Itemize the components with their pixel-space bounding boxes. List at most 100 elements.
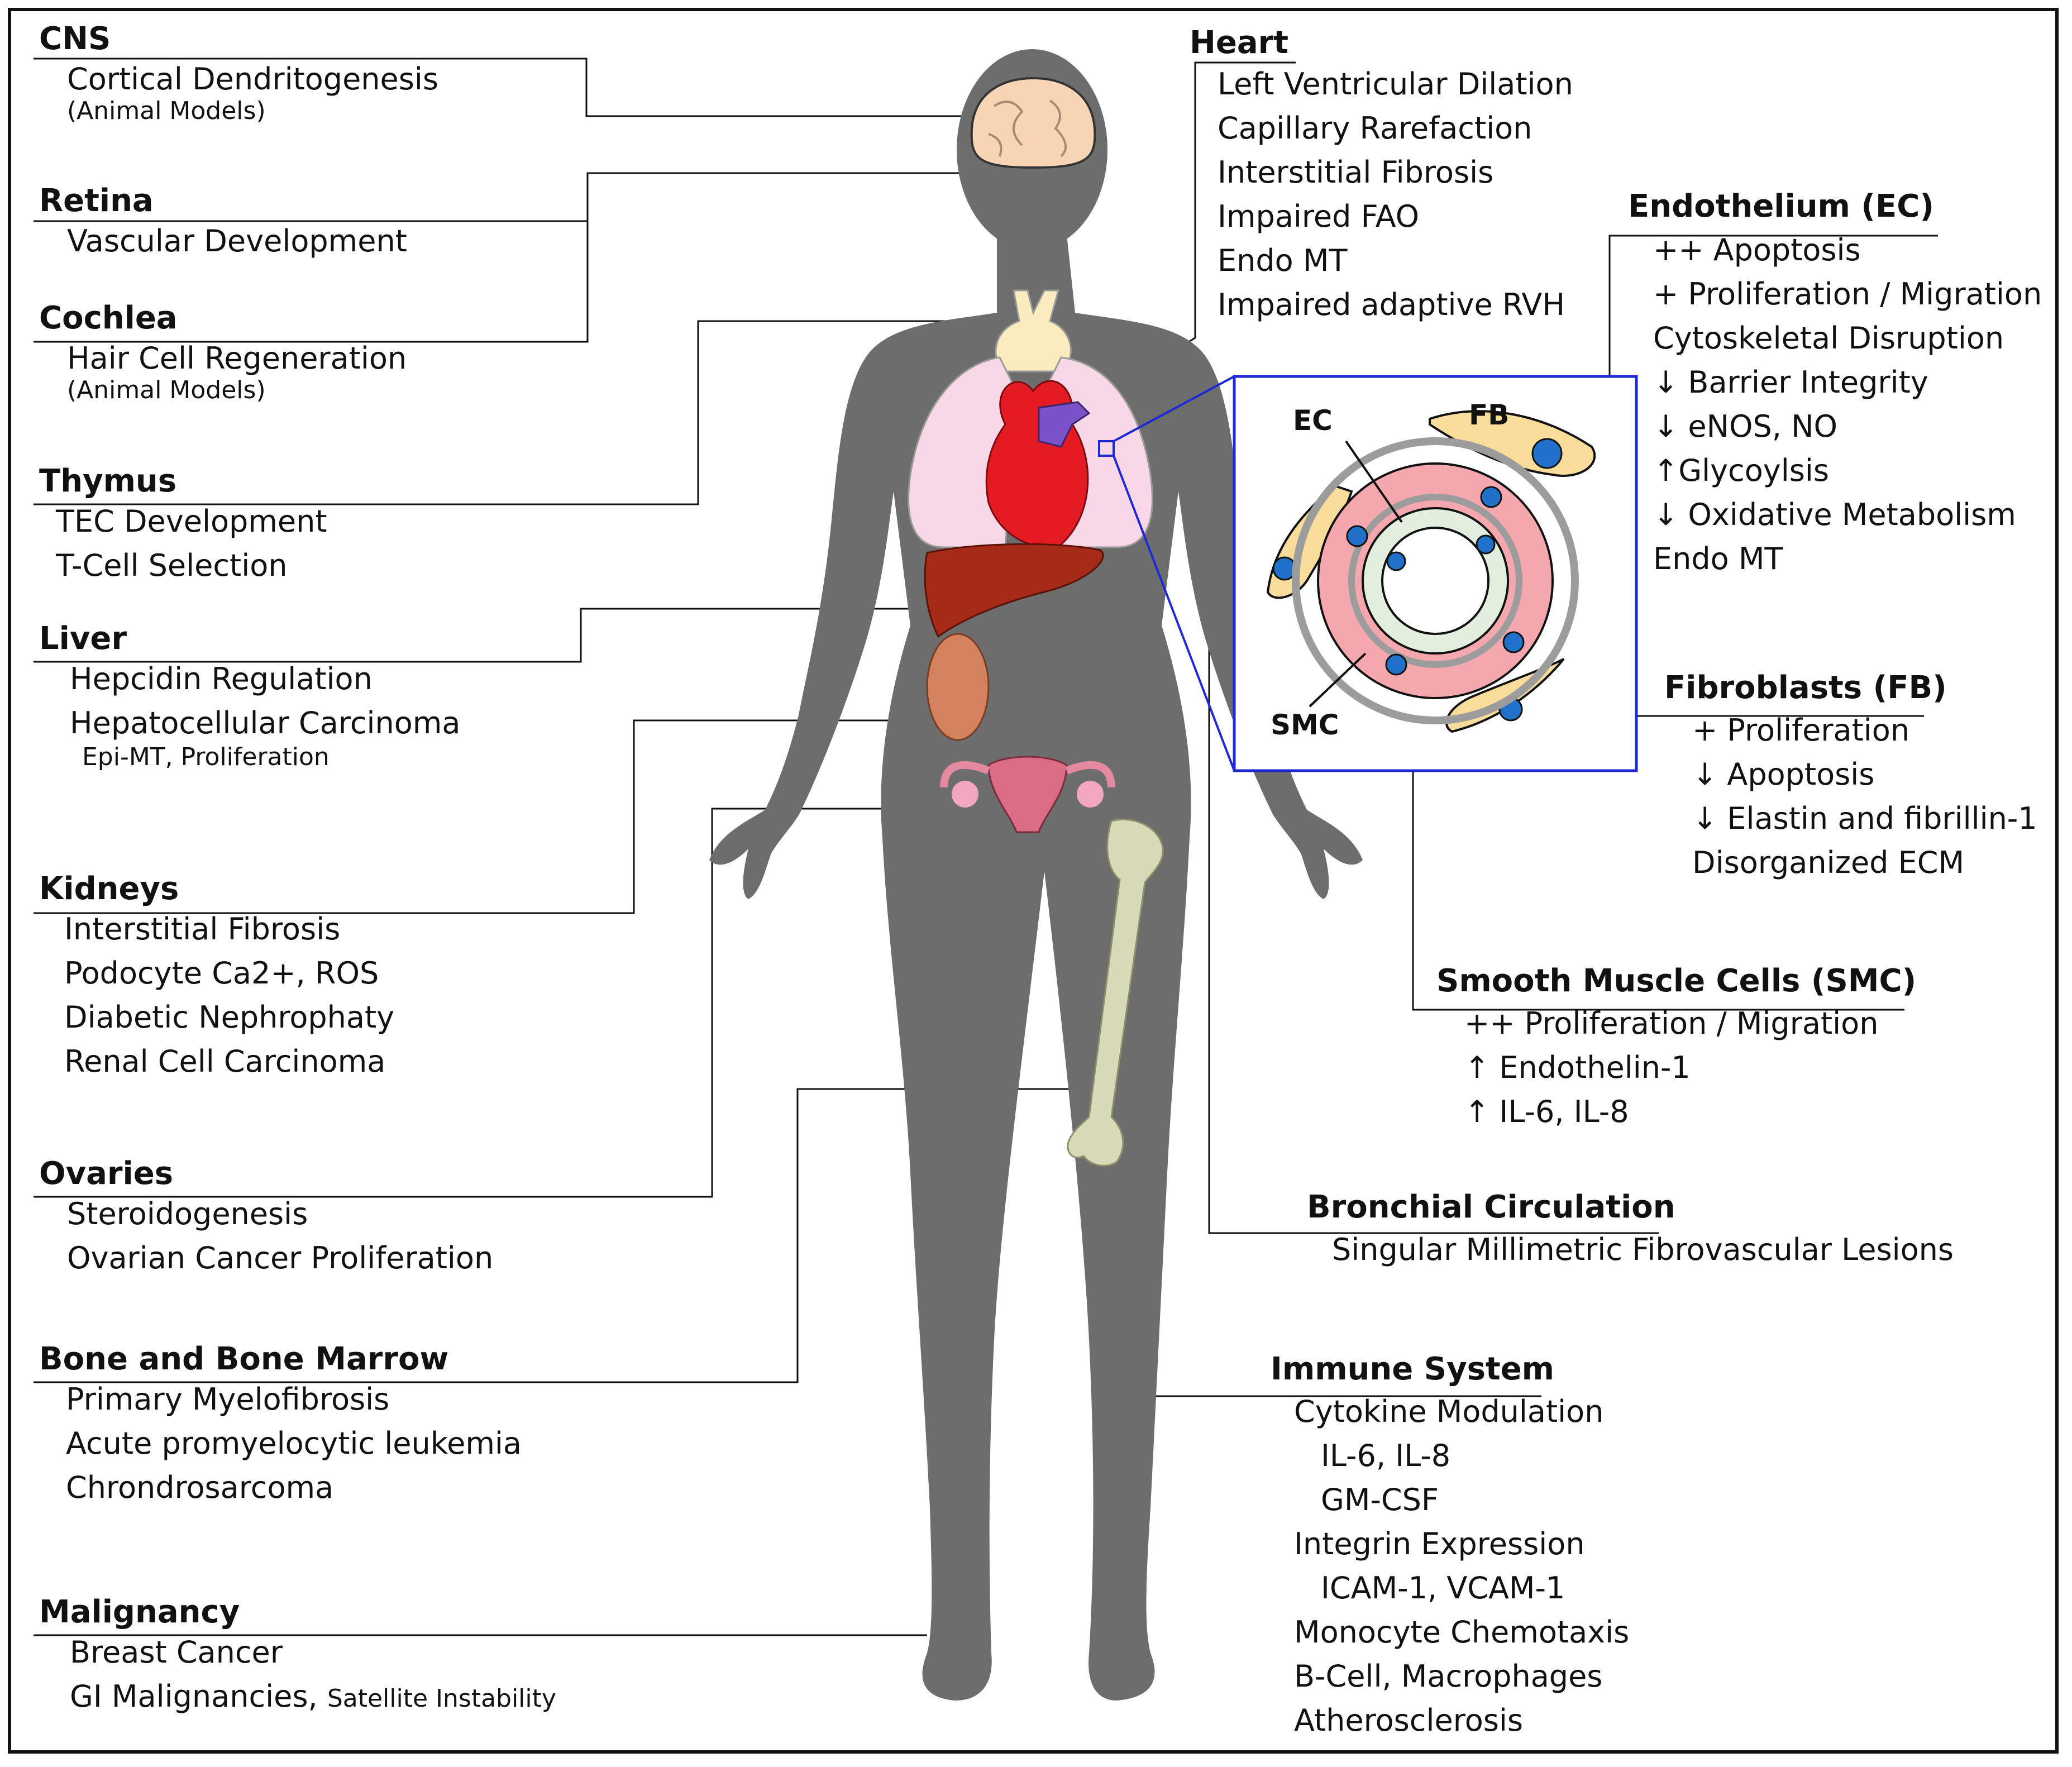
fallopian-tubes	[940, 761, 1115, 788]
heart-item: Interstitial Fibrosis	[1218, 155, 1494, 190]
adventitia-outer-ring	[1292, 437, 1579, 724]
thymus-item: TEC Development	[56, 504, 327, 539]
smc-item: ++ Proliferation / Migration	[1464, 1006, 1879, 1042]
kidneys-item: Podocyte Ca2+, ROS	[64, 956, 379, 991]
immune-item: ICAM-1, VCAM-1	[1321, 1570, 1565, 1606]
ec-nucleus	[1386, 551, 1406, 571]
heart-title: Heart	[1190, 25, 1289, 61]
leader-line-endothelium	[1608, 235, 1938, 376]
immune-item: Monocyte Chemotaxis	[1294, 1615, 1630, 1650]
bronchial-block: Bronchial Circulation Singular Millimetr…	[1307, 1189, 1954, 1272]
immune-item: IL-6, IL-8	[1321, 1438, 1451, 1474]
malignancy-note: Satellite Instability	[327, 1684, 556, 1713]
heart-item: Impaired FAO	[1218, 199, 1420, 235]
thymus-item: T-Cell Selection	[56, 548, 288, 584]
endothelium-item: ↓ eNOS, NO	[1653, 409, 1838, 445]
retina-item: Vascular Development	[67, 223, 407, 259]
uterus	[987, 756, 1068, 833]
ovaries-item: Ovarian Cancer Proliferation	[67, 1240, 494, 1276]
fibroblasts-item: Disorganized ECM	[1692, 845, 1965, 881]
smc-nuclei	[1346, 486, 1525, 676]
ovary-right	[1077, 781, 1104, 808]
ovaries-block: Ovaries Steroidogenesis Ovarian Cancer P…	[39, 1155, 494, 1280]
endothelium-item: Endo MT	[1653, 541, 1783, 577]
liver-block: Liver Hepcidin Regulation Hepatocellular…	[39, 620, 461, 775]
endothelium-item: ++ Apoptosis	[1653, 232, 1861, 268]
immune-item: GM-CSF	[1321, 1482, 1439, 1518]
liver-item: Hepatocellular Carcinoma	[70, 705, 461, 741]
kidneys-block: Kidneys Interstitial Fibrosis Podocyte C…	[39, 871, 394, 1083]
vessel-inset: EC FB SMC	[1233, 375, 1638, 772]
malignancy-item-text: GI Malignancies,	[70, 1679, 318, 1715]
malignancy-item: GI Malignancies, Satellite Instability	[70, 1674, 556, 1721]
ec-nucleus	[1476, 534, 1496, 555]
fb-label: FB	[1469, 399, 1509, 431]
heart-item: Endo MT	[1218, 243, 1348, 279]
leader-line-retina-cochlea	[34, 172, 983, 343]
kidneys-item: Renal Cell Carcinoma	[64, 1044, 386, 1080]
zoom-line-top	[1113, 375, 1235, 442]
leader-line-thymus	[34, 320, 1000, 505]
internal-elastic-lamina	[1348, 494, 1522, 668]
brain-folds	[988, 99, 1067, 157]
retina-title: Retina	[39, 183, 154, 219]
leader-line-smc	[1412, 771, 1904, 1011]
leader-line-ovaries	[34, 808, 961, 1198]
ec-pointer	[1345, 440, 1403, 523]
malignancy-item: Breast Cancer	[70, 1635, 283, 1670]
fibroblasts-item: ↓ Elastin and fibrillin-1	[1692, 801, 2037, 837]
thymus-block: Thymus TEC Development T-Cell Selection	[39, 463, 327, 588]
liver-title: Liver	[39, 620, 127, 657]
fibroblasts-block: Fibroblasts (FB) + Proliferation ↓ Apopt…	[1664, 670, 2037, 885]
ec-nuclei	[1386, 534, 1496, 571]
kidney	[926, 633, 990, 741]
cochlea-title: Cochlea	[39, 300, 178, 336]
smc-pointer	[1309, 652, 1367, 708]
ovary-left	[952, 781, 978, 808]
bronchial-item: Singular Millimetric Fibrovascular Lesio…	[1332, 1232, 1954, 1268]
immune-item: Cytokine Modulation	[1294, 1394, 1604, 1430]
cns-title: CNS	[39, 21, 111, 57]
bone-item: Chrondrosarcoma	[66, 1470, 334, 1506]
heart-item: Left Ventricular Dilation	[1218, 66, 1573, 102]
smc-nucleus	[1502, 631, 1525, 653]
retina-block: Retina Vascular Development	[39, 183, 407, 263]
kidneys-title: Kidneys	[39, 871, 179, 907]
cochlea-item: Hair Cell Regeneration	[67, 341, 407, 376]
leader-line-liver	[34, 608, 949, 663]
smc-item: ↑ IL-6, IL-8	[1464, 1094, 1629, 1130]
heart-block: Heart Left Ventricular Dilation Capillar…	[1190, 25, 1573, 327]
cns-item: Cortical Dendritogenesis	[67, 61, 439, 97]
smc-block: Smooth Muscle Cells (SMC) ++ Proliferati…	[1436, 963, 1916, 1134]
fibroblasts-item: ↓ Apoptosis	[1692, 757, 1875, 792]
liver	[924, 543, 1104, 638]
endothelium-item: + Proliferation / Migration	[1653, 276, 2042, 312]
fibroblasts-item: + Proliferation	[1692, 713, 1910, 748]
cns-note: (Animal Models)	[67, 97, 266, 126]
vessel-lumen	[1381, 527, 1489, 635]
endothelium-item: ↓ Oxidative Metabolism	[1653, 497, 2016, 533]
endothelium-item: ↓ Barrier Integrity	[1653, 365, 1928, 400]
cochlea-block: Cochlea Hair Cell Regeneration (Animal M…	[39, 300, 407, 408]
kidneys-item: Diabetic Nephrophaty	[64, 1000, 395, 1035]
zoom-line-bottom	[1113, 455, 1235, 771]
bone-item: Primary Myelofibrosis	[66, 1382, 390, 1417]
endothelium-item: Cytoskeletal Disruption	[1653, 321, 2004, 356]
immune-block: Immune System Cytokine Modulation IL-6, …	[1271, 1351, 1629, 1742]
leader-line-kidneys	[34, 719, 944, 914]
ovaries-item: Steroidogenesis	[67, 1196, 308, 1232]
pulmonary-artery	[1038, 401, 1091, 448]
neck-and-torso	[709, 235, 1363, 1701]
bone-title: Bone and Bone Marrow	[39, 1341, 449, 1377]
ec-label: EC	[1293, 404, 1333, 437]
smc-nucleus	[1385, 653, 1407, 676]
smc-nucleus	[1346, 525, 1368, 547]
malignancy-block: Malignancy Breast Cancer GI Malignancies…	[39, 1594, 556, 1721]
immune-title: Immune System	[1271, 1351, 1555, 1387]
leader-line-cns	[34, 58, 983, 117]
smc-item: ↑ Endothelin-1	[1464, 1050, 1691, 1086]
liver-item: Hepcidin Regulation	[70, 661, 373, 697]
ovaries-title: Ovaries	[39, 1155, 174, 1192]
figure-border	[8, 8, 2059, 1754]
heart-item: Capillary Rarefaction	[1218, 111, 1532, 146]
